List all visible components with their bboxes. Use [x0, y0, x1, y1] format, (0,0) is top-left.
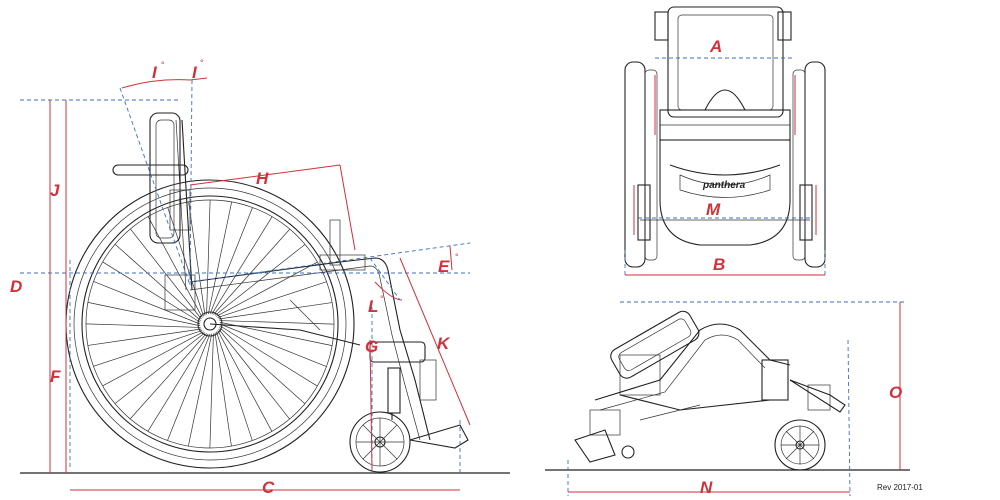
- wheel-spoke: [167, 333, 211, 441]
- revision-note: Rev 2017-01: [877, 483, 923, 492]
- label-o: O: [889, 383, 902, 402]
- brand-logo: panthera: [702, 180, 746, 191]
- label-l: L: [368, 297, 378, 316]
- wheel-spoke: [209, 207, 253, 315]
- wheel-spoke: [218, 302, 333, 320]
- wheel-spoke: [102, 331, 204, 387]
- wheel-spoke: [85, 323, 201, 328]
- wheel-spoke: [147, 333, 209, 432]
- label-j: J: [50, 181, 60, 200]
- wheel-spoke: [206, 199, 211, 315]
- label-h: H: [256, 169, 269, 188]
- wheel-spoke: [93, 330, 203, 367]
- wheel-spoke: [129, 333, 207, 420]
- label-g: G: [365, 337, 378, 356]
- wheel-spoke: [102, 261, 201, 323]
- wheel-spoke: [213, 228, 291, 315]
- front-view: panthera A M B: [624, 6, 826, 278]
- degree-mark-e: °: [455, 252, 459, 262]
- wheel-spoke: [147, 216, 203, 318]
- wheel-spoke: [217, 330, 273, 432]
- wheel-spoke: [207, 201, 232, 315]
- degree-mark-1: °: [161, 60, 165, 70]
- wheel-spoke: [188, 333, 213, 447]
- label-n: N: [700, 478, 713, 497]
- degree-mark-l: °: [380, 294, 384, 304]
- wheel-spoke: [219, 320, 335, 325]
- degree-mark-2: °: [200, 58, 204, 68]
- label-a: A: [709, 37, 722, 56]
- wheel-spoke: [87, 328, 202, 346]
- wheel-spoke: [219, 325, 318, 387]
- side-view: I ° I ° J D F H E ° L ° K G C: [10, 58, 510, 497]
- label-i-1: I: [152, 63, 158, 82]
- backrest: [112, 112, 193, 291]
- label-d: D: [10, 277, 22, 296]
- wheel-spoke: [219, 323, 327, 367]
- wheel-spoke: [93, 281, 201, 325]
- wheel-spoke: [114, 243, 201, 321]
- wheel-spoke: [130, 228, 202, 320]
- wheel-spoke: [209, 333, 214, 449]
- wheel-spoke: [217, 281, 327, 318]
- wheel-spoke: [114, 332, 206, 404]
- wheel-spoke: [214, 244, 306, 316]
- wheel-spoke: [214, 332, 232, 447]
- label-e: E: [438, 257, 450, 276]
- wheel-spoke: [218, 328, 290, 420]
- wheel-spoke: [87, 302, 201, 327]
- label-f: F: [50, 367, 61, 386]
- label-k: K: [437, 334, 451, 353]
- rear-wheel: [65, 179, 355, 469]
- wheel-spoke: [216, 331, 253, 441]
- label-m: M: [706, 200, 721, 219]
- wheel-spoke: [211, 216, 273, 315]
- wheel-spoke: [188, 201, 206, 316]
- caster-wheel: [349, 411, 411, 473]
- wheel-spoke: [167, 207, 204, 317]
- wheel-spoke: [219, 327, 306, 405]
- label-c: C: [262, 478, 275, 497]
- folded-view: O N: [545, 301, 910, 497]
- side-frame: [164, 219, 469, 449]
- wheel-spoke: [216, 261, 318, 317]
- label-b: B: [713, 255, 725, 274]
- label-i-2: I: [192, 63, 198, 82]
